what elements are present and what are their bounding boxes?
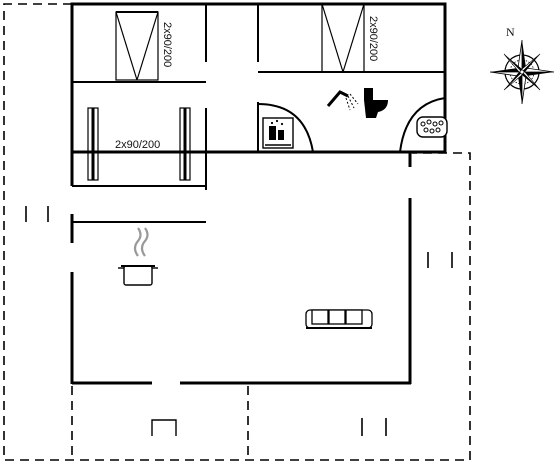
kitchen-pot-icon xyxy=(118,227,158,286)
sauna-icon xyxy=(262,117,294,149)
bed-icon xyxy=(115,11,159,81)
terrace-outline xyxy=(3,3,471,461)
compass-north-label: N xyxy=(506,25,515,39)
sofa-icon xyxy=(305,309,373,329)
bed-icon xyxy=(321,3,365,73)
interior-walls xyxy=(72,4,445,223)
bed-icon xyxy=(87,107,191,181)
shower-icon xyxy=(326,90,359,111)
compass-rose-icon xyxy=(489,39,555,105)
window-marks xyxy=(25,206,453,436)
whirlpool-icon xyxy=(416,116,448,138)
bed-label: 2x90/200 xyxy=(367,16,379,61)
terrace-step xyxy=(151,419,177,436)
bed-label: 2x90/200 xyxy=(161,22,173,67)
bathroom-partitions xyxy=(257,97,446,153)
bed-label: 2x90/200 xyxy=(115,139,160,151)
toilet-icon xyxy=(364,88,388,118)
